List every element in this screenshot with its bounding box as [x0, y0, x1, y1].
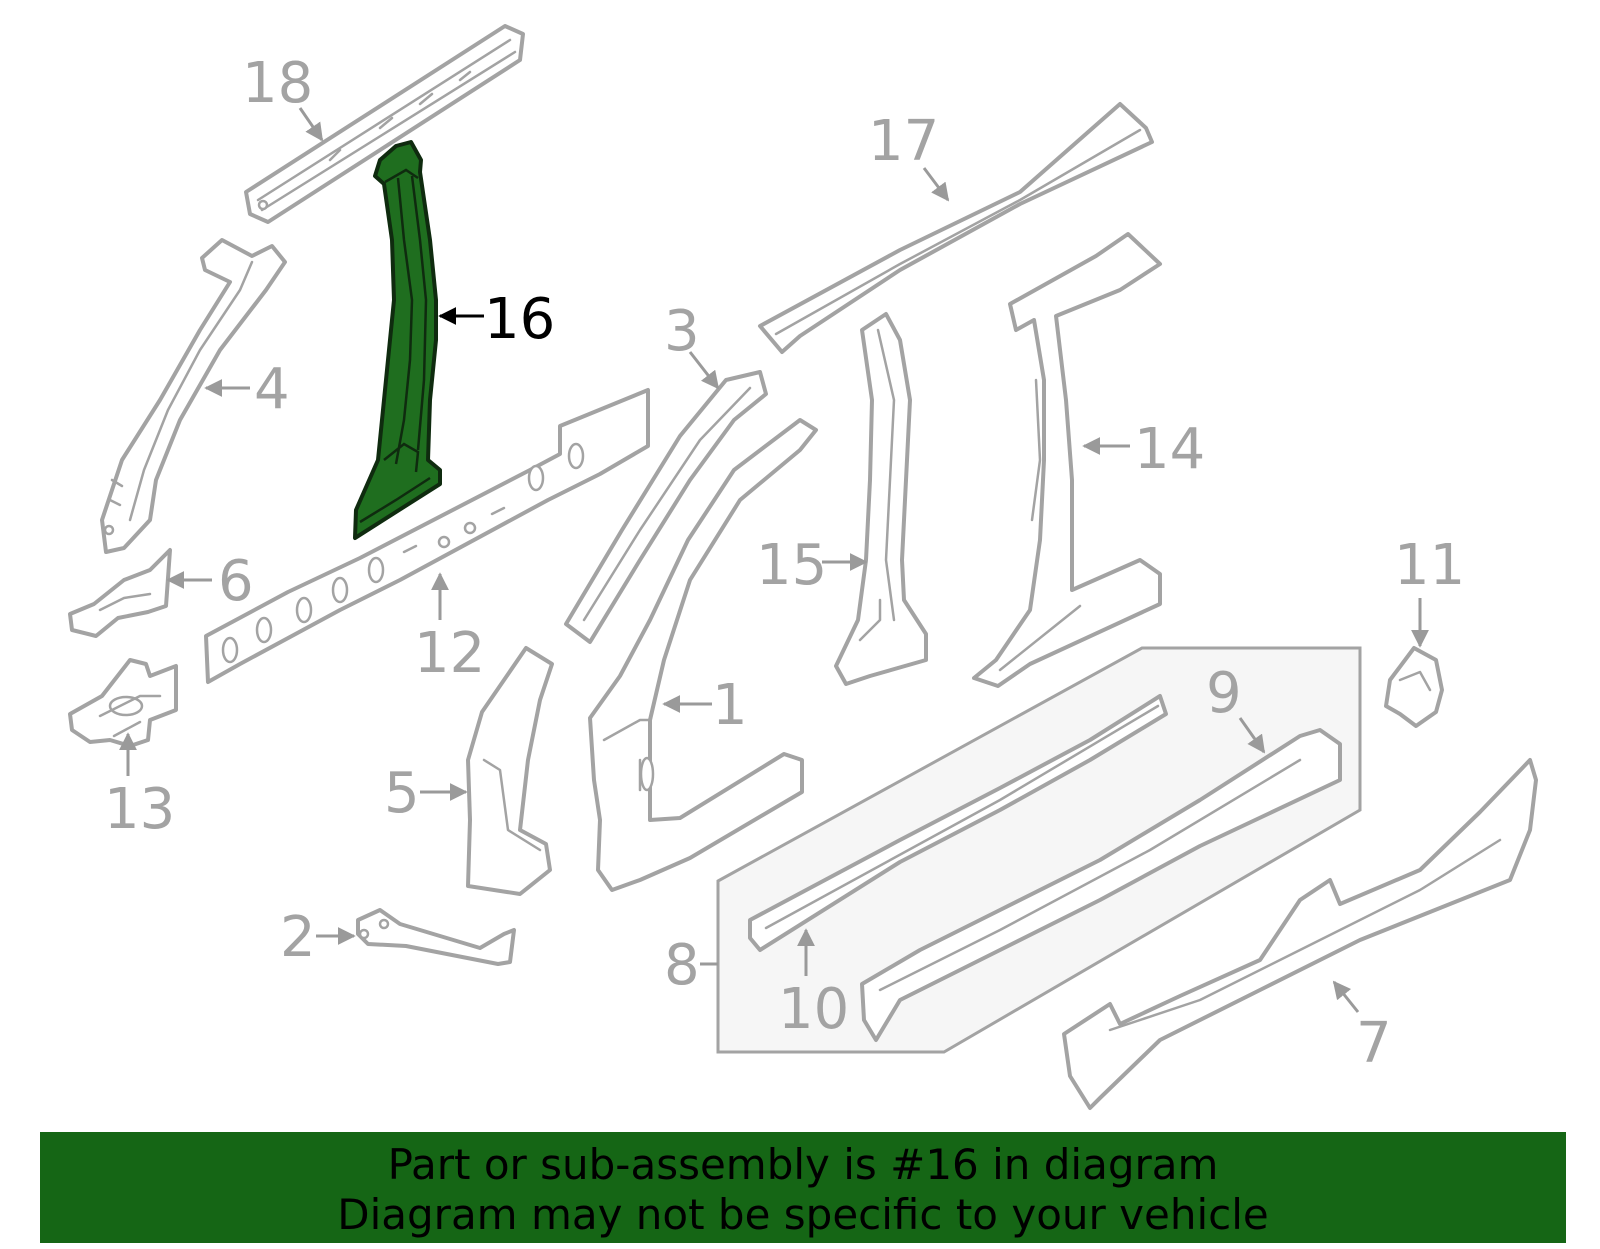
part-12[interactable]	[204, 388, 650, 684]
part-9[interactable]	[860, 728, 1342, 1042]
svg-text:16: 16	[484, 287, 555, 352]
svg-text:6: 6	[218, 549, 254, 614]
callout-5[interactable]: 5	[384, 761, 468, 826]
callout-10[interactable]: 10	[778, 928, 849, 1042]
svg-text:12: 12	[414, 621, 485, 686]
part-2[interactable]	[356, 908, 516, 966]
svg-text:1: 1	[712, 673, 748, 738]
part-3[interactable]	[564, 370, 768, 644]
part-1[interactable]	[588, 418, 818, 892]
svg-text:7: 7	[1356, 1011, 1392, 1076]
part-15[interactable]	[834, 312, 928, 686]
svg-text:10: 10	[778, 977, 849, 1042]
callout-2[interactable]: 2	[280, 905, 356, 970]
callout-3[interactable]: 3	[664, 299, 720, 390]
svg-text:11: 11	[1394, 533, 1465, 598]
part-13[interactable]	[68, 658, 178, 748]
info-banner: Part or sub-assembly is #16 in diagram D…	[40, 1132, 1566, 1243]
banner-line-2: Diagram may not be specific to your vehi…	[337, 1190, 1269, 1239]
svg-text:2: 2	[280, 905, 316, 970]
callout-17[interactable]: 17	[868, 109, 950, 202]
callout-1[interactable]: 1	[662, 673, 748, 738]
callout-13[interactable]: 13	[104, 732, 175, 842]
part-18[interactable]	[244, 24, 525, 224]
part-16-highlighted[interactable]	[353, 140, 442, 540]
part-14[interactable]	[972, 232, 1162, 688]
svg-text:17: 17	[868, 109, 939, 174]
part-5[interactable]	[466, 646, 554, 896]
svg-text:8: 8	[664, 933, 700, 998]
part-11[interactable]	[1384, 646, 1444, 728]
part-17[interactable]	[758, 102, 1154, 354]
callout-4[interactable]: 4	[204, 357, 290, 422]
svg-text:15: 15	[756, 533, 827, 598]
callout-14[interactable]: 14	[1082, 417, 1205, 482]
callout-8[interactable]: 8	[664, 933, 718, 998]
svg-text:5: 5	[384, 761, 420, 826]
part-7[interactable]	[1062, 758, 1538, 1110]
callout-11[interactable]: 11	[1394, 533, 1465, 648]
part-4[interactable]	[100, 238, 287, 554]
callout-16[interactable]: 16	[438, 287, 555, 352]
callout-6[interactable]: 6	[166, 549, 254, 614]
callout-9[interactable]: 9	[1206, 661, 1266, 754]
svg-text:18: 18	[242, 51, 313, 116]
callout-12[interactable]: 12	[414, 572, 485, 686]
callout-15[interactable]: 15	[756, 533, 868, 598]
callout-7[interactable]: 7	[1332, 980, 1392, 1076]
svg-text:13: 13	[104, 777, 175, 842]
callout-18[interactable]: 18	[242, 51, 324, 142]
part-10[interactable]	[748, 694, 1168, 952]
banner-line-1: Part or sub-assembly is #16 in diagram	[387, 1140, 1219, 1189]
svg-text:3: 3	[664, 299, 700, 364]
svg-text:4: 4	[254, 357, 290, 422]
svg-text:9: 9	[1206, 661, 1242, 726]
svg-text:14: 14	[1134, 417, 1205, 482]
part-6[interactable]	[68, 548, 172, 638]
group-box-8	[716, 646, 1362, 1054]
